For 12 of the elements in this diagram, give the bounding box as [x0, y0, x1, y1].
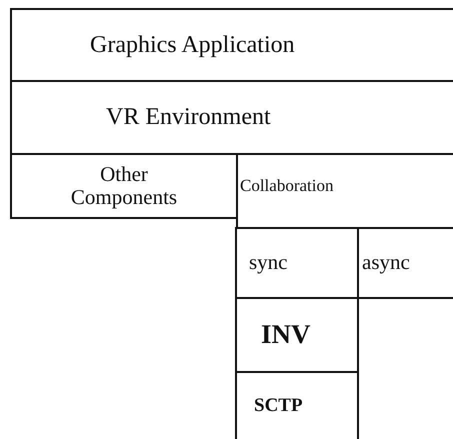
layer-label: sync — [249, 251, 288, 275]
table-cell-box — [235, 297, 359, 373]
layer-label: Other Components — [70, 162, 178, 210]
table-cell-box — [235, 371, 359, 439]
layer-label: SCTP — [254, 396, 303, 416]
layer-label: Collaboration — [240, 177, 334, 196]
layer-label: Graphics Application — [90, 32, 295, 58]
layer-label: INV — [261, 320, 311, 350]
layer-box — [10, 8, 453, 82]
component-box — [10, 153, 238, 219]
layer-label: async — [362, 251, 410, 275]
layer-label: VR Environment — [106, 104, 271, 131]
